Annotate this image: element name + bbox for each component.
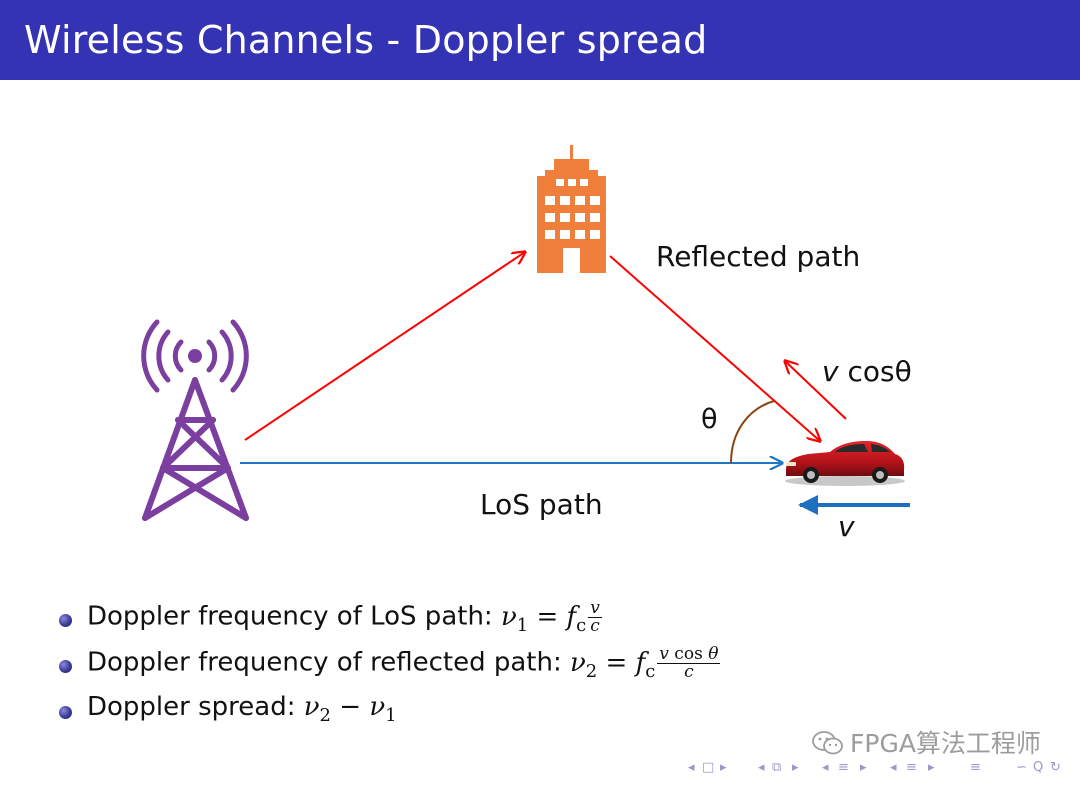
v-cos-theta-label: v cosθ [822, 355, 912, 388]
bullet-text: Doppler spread: [87, 692, 304, 722]
nav-section-next[interactable]: ▸ [860, 760, 867, 775]
nav-subsection-prev[interactable]: ◂ [758, 760, 765, 775]
radio-tower-icon [141, 319, 249, 521]
bullet-text: Doppler frequency of reflected path: [87, 647, 570, 678]
beamer-navigation-bar: ◂ □ ▸ ◂ ⧉ ▸ ◂ ≡ ▸ ◂ ≡ ▸ ≡ ∽ Q ↻ [688, 760, 1072, 782]
v-cos-theta-arrow [785, 361, 847, 420]
nav-doc-icon[interactable]: ≡ [906, 760, 917, 775]
nav-frame-next[interactable]: ▸ [720, 760, 727, 775]
nav-section-icon[interactable]: ≡ [838, 760, 849, 775]
equation: ν2 − ν1 [303, 692, 397, 726]
nav-appendix-icon[interactable]: ≡ [970, 760, 981, 775]
bullet-dot [59, 614, 72, 627]
wechat-icon [812, 731, 843, 755]
reflected-path-arrow-to-car [609, 255, 820, 441]
velocity-label: v [838, 510, 855, 543]
slide-title: Wireless Channels - Doppler spread [24, 18, 708, 62]
nav-subsection-icon[interactable]: ⧉ [772, 760, 782, 775]
building-icon [537, 145, 606, 273]
bullet-doppler-spread: Doppler spread: ν2 − ν1 [56, 692, 776, 738]
bullet-reflected-doppler: Doppler frequency of reflected path: ν2 … [56, 646, 776, 692]
nav-back-icon[interactable]: ∽ [1016, 760, 1027, 775]
nav-search-icon[interactable]: Q [1033, 760, 1044, 775]
reflected-path-arrow-to-building [244, 252, 525, 441]
car-icon [785, 441, 905, 486]
nav-forward-icon[interactable]: ↻ [1050, 760, 1061, 775]
doppler-diagram [141, 145, 910, 521]
nav-doc-prev[interactable]: ◂ [890, 760, 897, 775]
nav-section-prev[interactable]: ◂ [822, 760, 829, 775]
bullet-text: Doppler frequency of LoS path: [87, 601, 501, 632]
theta-label: θ [701, 404, 718, 435]
slide-header: Wireless Channels - Doppler spread [0, 0, 1080, 80]
nav-subsection-next[interactable]: ▸ [792, 760, 799, 775]
nav-doc-next[interactable]: ▸ [928, 760, 935, 775]
watermark-text: FPGA算法工程师 [850, 729, 1041, 758]
reflected-path-label: Reflected path [656, 240, 861, 273]
los-path-label: LoS path [480, 488, 603, 521]
v-symbol: v [822, 355, 839, 388]
nav-frame-prev[interactable]: ◂ [688, 760, 695, 775]
cos-theta-text: cosθ [838, 355, 912, 388]
bullet-dot [59, 660, 72, 673]
angle-arc [730, 400, 775, 464]
bullet-dot [59, 706, 72, 719]
nav-frame-icon[interactable]: □ [702, 760, 715, 775]
watermark: FPGA算法工程师 [812, 724, 1041, 760]
